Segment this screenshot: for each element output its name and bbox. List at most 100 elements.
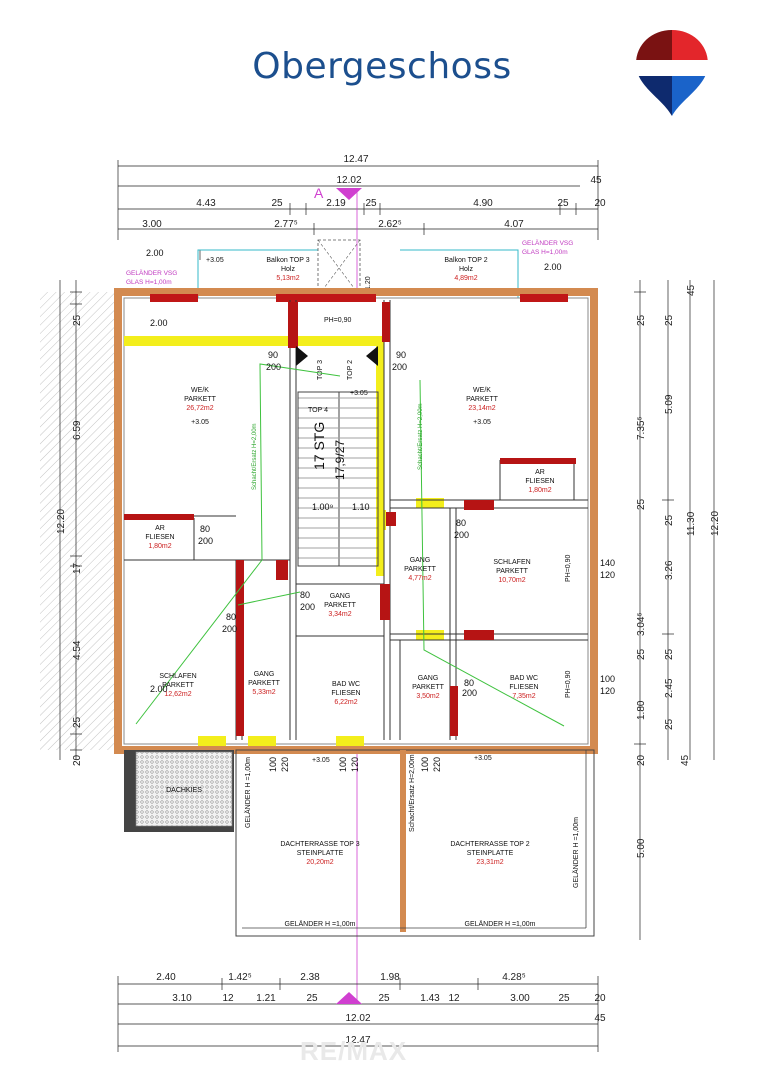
svg-text:12: 12 — [448, 993, 460, 1004]
terraces: DACHKIES DACHTERRASSE TOP 3 STEINPLATTE … — [124, 749, 595, 937]
balcony-top3-label: Balkon TOP 3 — [266, 257, 309, 264]
svg-text:1.80: 1.80 — [636, 700, 647, 720]
svg-text:PARKETT: PARKETT — [162, 682, 194, 689]
svg-text:25: 25 — [664, 514, 675, 526]
svg-text:3,50m2: 3,50m2 — [416, 693, 439, 700]
svg-text:PARKETT: PARKETT — [412, 684, 444, 691]
svg-text:2.00: 2.00 — [146, 248, 164, 258]
dim-r1-6: 20 — [594, 198, 606, 209]
dim-12-02-top: 12.02 — [336, 175, 361, 186]
room-gang-1: GANG PARKETT 4,77m2 — [404, 557, 436, 582]
room-schlafen-left: SCHLAFEN PARKETT 12,62m2 — [159, 673, 196, 698]
svg-text:BAD WC: BAD WC — [332, 681, 360, 688]
balloon-logo — [636, 30, 708, 116]
svg-text:1.20: 1.20 — [365, 276, 372, 290]
terrace-top2-label: DACHTERRASSE TOP 2 — [450, 841, 529, 848]
dim-r2-2: 2.62⁵ — [378, 219, 402, 230]
svg-text:25: 25 — [306, 993, 318, 1004]
svg-text:80: 80 — [300, 590, 310, 600]
door-labels: 90 200 90 200 80 200 80 200 80 200 80 20… — [150, 318, 615, 698]
room-ar-right: AR FLIESEN 1,80m2 — [525, 469, 554, 494]
watermark-logo: RE/MAX — [300, 1036, 408, 1066]
flight-lines: Schacht/Ersatz H=2,00m Schacht/Ersatz H=… — [135, 363, 565, 727]
svg-text:11.30: 11.30 — [686, 511, 697, 536]
svg-text:25: 25 — [636, 648, 647, 660]
left-dimension-labels: 25 6.59 17 4.54 25 20 12.20 — [56, 314, 83, 766]
glass-note-left: GLAS H=1,00m — [126, 279, 172, 286]
svg-text:80: 80 — [226, 612, 236, 622]
dim-r1-4: 4.90 — [473, 198, 493, 209]
svg-text:17,9/27: 17,9/27 — [333, 440, 347, 480]
svg-text:20: 20 — [636, 754, 647, 766]
room-ar-left: AR FLIESEN 1,80m2 — [145, 525, 174, 550]
svg-text:200: 200 — [392, 362, 407, 372]
svg-text:10,70m2: 10,70m2 — [498, 577, 525, 584]
svg-text:FLIESEN: FLIESEN — [525, 478, 554, 485]
terrace-top3-label: DACHTERRASSE TOP 3 — [280, 841, 359, 848]
svg-text:120: 120 — [600, 686, 615, 696]
gravel-label: DACHKIES — [166, 787, 202, 794]
svg-text:PARKETT: PARKETT — [466, 396, 498, 403]
svg-text:FLIESEN: FLIESEN — [331, 690, 360, 697]
dim-r2-1: 2.77⁵ — [274, 219, 298, 230]
svg-text:220: 220 — [432, 757, 442, 772]
svg-text:100: 100 — [338, 757, 348, 772]
svg-text:25: 25 — [378, 993, 390, 1004]
svg-text:4.28⁵: 4.28⁵ — [502, 972, 526, 983]
svg-text:3.10: 3.10 — [172, 993, 192, 1004]
svg-text:26,72m2: 26,72m2 — [186, 405, 213, 412]
svg-text:7.35⁵: 7.35⁵ — [636, 416, 647, 440]
svg-text:5,33m2: 5,33m2 — [252, 689, 275, 696]
svg-text:+3.05: +3.05 — [350, 390, 368, 397]
svg-text:80: 80 — [464, 678, 474, 688]
svg-text:2.38: 2.38 — [300, 972, 320, 983]
svg-text:GANG: GANG — [330, 593, 351, 600]
svg-text:25: 25 — [72, 716, 83, 728]
dim-total-top: 12.47 — [343, 154, 368, 165]
svg-text:90: 90 — [396, 350, 406, 360]
svg-text:17 STG: 17 STG — [311, 422, 327, 470]
svg-text:GELÄNDER H =1,00m: GELÄNDER H =1,00m — [244, 757, 252, 828]
svg-text:3,34m2: 3,34m2 — [328, 611, 351, 618]
svg-text:3.26: 3.26 — [664, 560, 675, 580]
svg-text:2.45: 2.45 — [664, 678, 675, 698]
svg-text:45: 45 — [686, 284, 697, 296]
svg-text:PARKETT: PARKETT — [248, 680, 280, 687]
dim-r2-0: 3.00 — [142, 219, 162, 230]
railing-note-right: GELÄNDER VSG — [522, 239, 573, 247]
room-wek-left: WE/K PARKETT 26,72m2 +3.05 — [184, 387, 216, 426]
svg-text:7,35m2: 7,35m2 — [512, 693, 535, 700]
svg-text:25: 25 — [558, 993, 570, 1004]
svg-text:1.21: 1.21 — [256, 993, 276, 1004]
svg-text:23,31m2: 23,31m2 — [476, 859, 503, 866]
svg-text:12.20: 12.20 — [56, 509, 67, 534]
right-dimension-lines — [634, 280, 715, 940]
svg-text:3.00: 3.00 — [510, 993, 530, 1004]
svg-text:5.09: 5.09 — [664, 394, 675, 414]
svg-text:PARKETT: PARKETT — [184, 396, 216, 403]
dim-r1-0: 4.43 — [196, 198, 216, 209]
room-schlafen-right: SCHLAFEN PARKETT 10,70m2 — [493, 559, 530, 584]
room-gang-4: GANG PARKETT 3,50m2 — [412, 675, 444, 700]
glass-note-right: GLAS H=1,00m — [522, 249, 568, 256]
svg-text:TOP 3: TOP 3 — [317, 360, 324, 380]
dim-r1-5: 25 — [557, 198, 569, 209]
svg-text:Schacht/Ersatz H=2,00m: Schacht/Ersatz H=2,00m — [418, 403, 424, 470]
svg-text:200: 200 — [266, 362, 281, 372]
svg-text:1,80m2: 1,80m2 — [528, 487, 551, 494]
svg-text:100: 100 — [268, 757, 278, 772]
balcony-area: GELÄNDER VSG GLAS H=1,00m GELÄNDER VSG G… — [126, 239, 573, 298]
ph-label-right-2: PH=0,90 — [565, 670, 572, 698]
svg-text:80: 80 — [456, 518, 466, 528]
svg-text:BAD WC: BAD WC — [510, 675, 538, 682]
svg-text:WE/K: WE/K — [473, 387, 491, 394]
svg-text:FLIESEN: FLIESEN — [509, 684, 538, 691]
top-dimension-labels: 12.47 12.02 45 4.43 25 2.19 25 4.90 25 2… — [142, 154, 606, 230]
svg-text:A: A — [314, 185, 324, 201]
bottom-dimension-labels: 2.40 1.42⁵ 2.38 1.98 4.28⁵ 3.10 12 1.21 … — [156, 972, 606, 1046]
svg-text:+3.05: +3.05 — [474, 755, 492, 762]
svg-text:AR: AR — [535, 469, 545, 476]
svg-text:200: 200 — [300, 602, 315, 612]
svg-text:WE/K: WE/K — [191, 387, 209, 394]
